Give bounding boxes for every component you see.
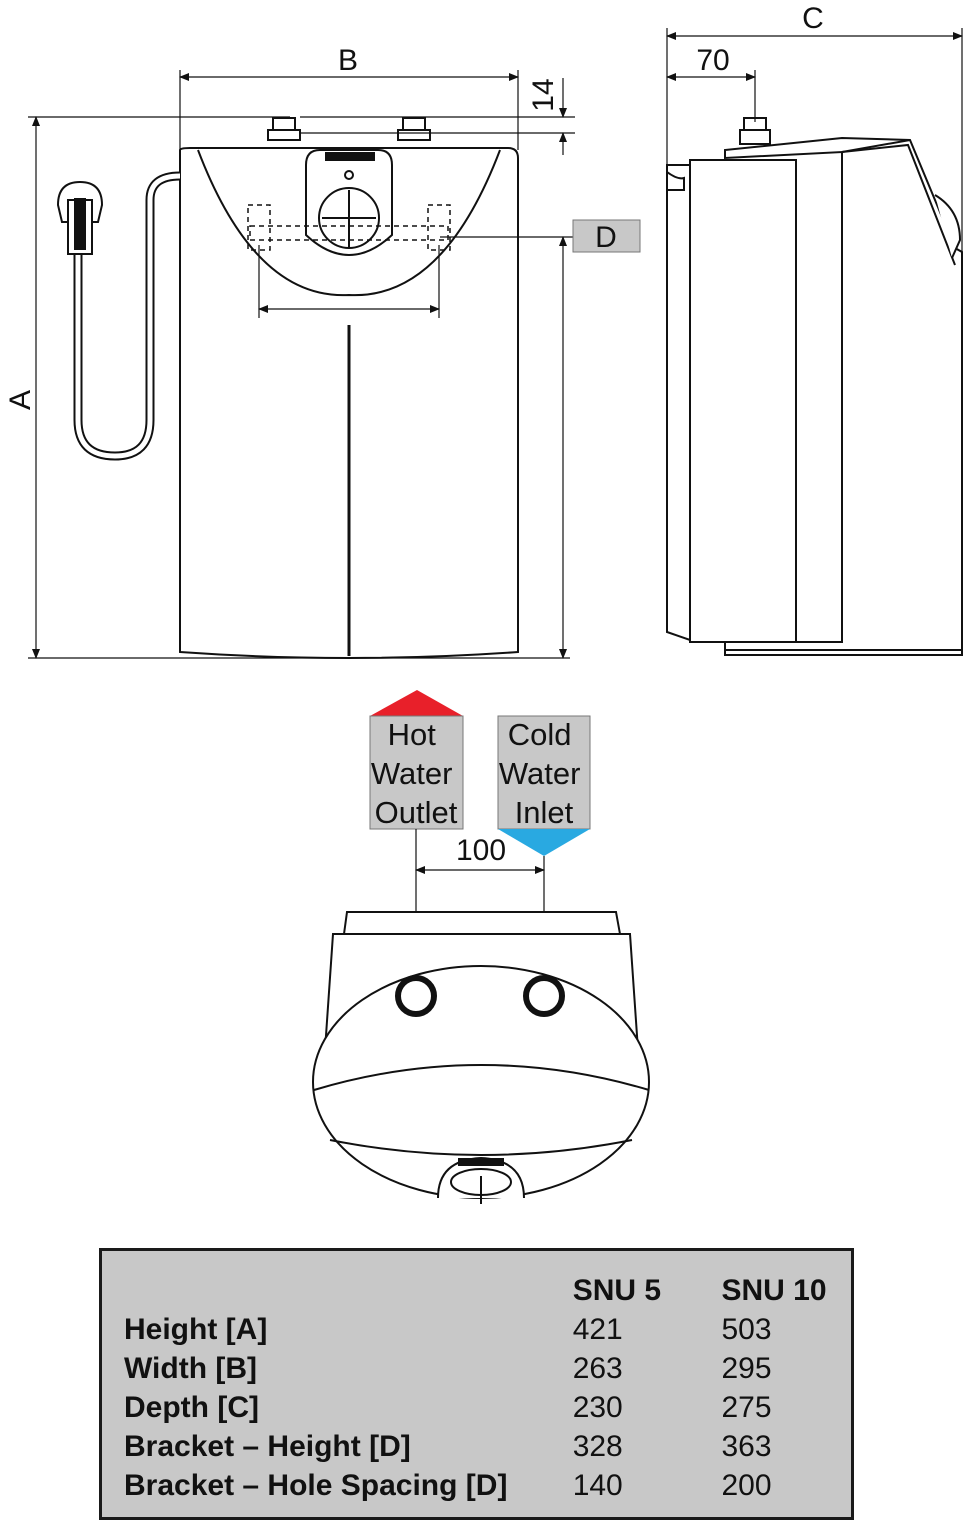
- header-snu10: SNU 10: [721, 1274, 827, 1307]
- snu5-value: 140: [572, 1469, 623, 1502]
- side-view: [666, 117, 963, 656]
- table-row: Bracket – Height [D] 328 363: [124, 1427, 851, 1466]
- dimension-c-label: C: [802, 2, 824, 35]
- hot-water-label: Hot Water Outlet: [371, 717, 461, 830]
- dimension-c: [666, 28, 963, 260]
- row-label: Bracket – Hole Spacing [D]: [124, 1469, 508, 1502]
- bottom-view: [312, 911, 650, 1204]
- hot-water-connector: [395, 975, 437, 1017]
- snu10-value: 503: [721, 1313, 772, 1346]
- hot-label-box: [369, 715, 464, 830]
- dimension-d: [258, 236, 575, 659]
- cold-arrow: [498, 829, 590, 856]
- snu5-value: 230: [572, 1391, 623, 1424]
- dimension-b: [179, 70, 519, 150]
- table-row: Height [A] 421 503: [124, 1310, 851, 1349]
- table-row: Width [B] 263 295: [124, 1349, 851, 1388]
- cold-water-label: Cold Water Inlet: [499, 717, 589, 830]
- water-heater-drawing: A B 14 D: [4, 2, 963, 1204]
- row-label: Bracket – Height [D]: [124, 1430, 411, 1463]
- dimension-top-offset: [300, 78, 575, 155]
- snu10-value: 200: [721, 1469, 772, 1502]
- snu5-value: 328: [572, 1430, 623, 1463]
- dimension-a: [28, 116, 570, 659]
- dimension-b-label: B: [338, 44, 358, 77]
- snu10-value: 275: [721, 1391, 772, 1424]
- row-label: Depth [C]: [124, 1391, 259, 1424]
- table-row: Bracket – Hole Spacing [D] 140 200: [124, 1466, 851, 1505]
- dimension-connection-spacing-label: 100: [456, 834, 506, 867]
- header-snu5: SNU 5: [572, 1274, 662, 1307]
- hot-arrow: [370, 690, 463, 716]
- spec-table: SNU 5 SNU 10 Height [A] 421 503 Width [B…: [124, 1271, 851, 1505]
- table-row: Depth [C] 230 275: [124, 1388, 851, 1427]
- snu5-value: 421: [572, 1313, 623, 1346]
- snu10-value: 295: [721, 1352, 772, 1385]
- snu10-value: 363: [721, 1430, 772, 1463]
- dimension-pipe-offset-label: 70: [696, 44, 729, 77]
- dimension-top-offset-label: 14: [527, 78, 560, 111]
- dimension-pipe-offset: [666, 70, 756, 122]
- row-label: Height [A]: [124, 1313, 268, 1346]
- cold-label-box: [497, 715, 591, 830]
- spec-table-header: SNU 5 SNU 10: [124, 1271, 851, 1310]
- snu5-value: 263: [572, 1352, 623, 1385]
- dimension-d-label: D: [595, 221, 617, 254]
- side-panel: [689, 159, 797, 643]
- header-empty: [124, 1271, 573, 1310]
- row-label: Width [B]: [124, 1352, 258, 1385]
- dimension-a-label: A: [4, 390, 37, 410]
- cold-water-connector: [523, 975, 565, 1017]
- spec-table-box: SNU 5 SNU 10 Height [A] 421 503 Width [B…: [99, 1248, 854, 1520]
- front-view: [56, 117, 519, 659]
